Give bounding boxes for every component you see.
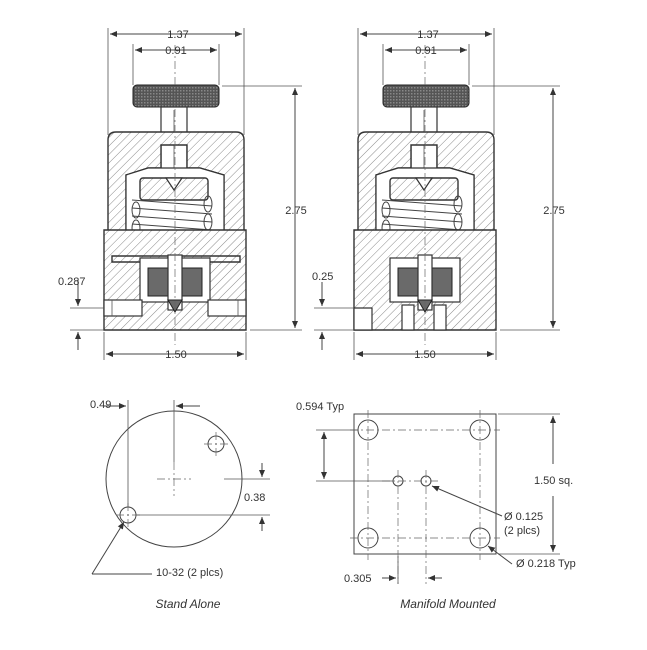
section-view-stand-alone [103,45,247,345]
dim-base-width: 1.50 [414,349,435,361]
dim-overall-width: 1.37 [167,29,188,41]
dim-square: 1.50 sq. [534,475,573,487]
outlet-port [207,299,247,317]
bonnet-housing [357,131,495,246]
dim-offset-x: 0.49 [90,399,111,411]
section-view-manifold [353,45,497,345]
dim-knob-width: 0.91 [165,45,186,57]
caption-manifold-mounted: Manifold Mounted [400,597,496,611]
dim-port-offset: 0.25 [312,271,333,283]
caption-stand-alone: Stand Alone [156,597,221,611]
dim-hole-dia: Ø 0.218 Typ [516,558,576,570]
dim-offset-y: 0.38 [244,492,265,504]
dim-overall-width: 1.37 [417,29,438,41]
outlet-port [433,304,447,331]
dim-height: 2.75 [543,205,564,217]
plan-view-stand-alone: 0.49 0.38 10-32 (2 plcs) Stand Alone [90,399,270,611]
dim-base-width: 1.50 [165,349,186,361]
inlet-port [401,304,415,331]
dim-port-spacing: 0.305 [344,573,372,585]
plan-view-manifold: 0.594 Typ 1.50 sq. Ø 0.125 (2 plcs) Ø 0.… [296,401,576,611]
bonnet-housing [107,131,245,246]
inlet-port [103,299,143,317]
dimensions-top-left: 1.37 0.91 2.75 0.287 1.50 [58,28,307,361]
adjustment-knob [382,84,470,108]
dim-knob-width: 0.91 [415,45,436,57]
dim-port-dia: Ø 0.125 [504,511,543,523]
dim-port-count: (2 plcs) [504,525,540,537]
body-outline-square [353,413,497,555]
dimensions-top-right: 1.37 0.91 2.75 0.25 1.50 [312,28,565,361]
dim-typ: 0.594 Typ [296,401,344,413]
adjustment-knob [132,84,220,108]
dim-height: 2.75 [285,205,306,217]
spring [381,195,463,239]
dim-port-offset: 0.287 [58,276,86,288]
hole-note: 10-32 (2 plcs) [156,567,223,579]
